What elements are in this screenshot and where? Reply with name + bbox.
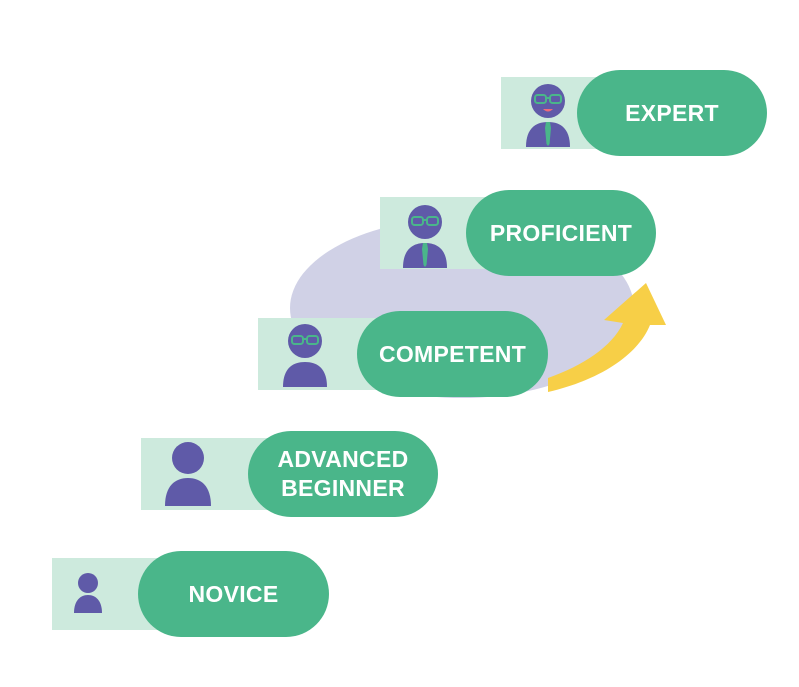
stage-expert: EXPERT — [501, 70, 767, 156]
stage-label: PROFICIENT — [489, 219, 633, 246]
stage-label: EXPERT — [625, 99, 719, 126]
stage-competent: COMPETENT — [258, 311, 548, 397]
stage-proficient: PROFICIENT — [380, 190, 656, 276]
glasses-icon — [291, 335, 319, 345]
person-icon — [526, 84, 570, 147]
stage-label: COMPETENT — [378, 340, 527, 367]
stage-label: ADVANCED BEGINNER — [277, 446, 409, 501]
stage-advanced-beginner: ADVANCED BEGINNER — [141, 431, 438, 517]
glasses-icon — [534, 94, 562, 104]
tie-icon — [422, 243, 428, 267]
person-icon — [74, 573, 102, 613]
stage-label: NOVICE — [188, 580, 279, 607]
person-icon — [165, 442, 211, 506]
stage-pill: ADVANCED BEGINNER — [248, 431, 438, 517]
person-icon — [403, 205, 447, 268]
smile-icon — [543, 109, 553, 112]
stage-novice: NOVICE — [52, 551, 329, 637]
stage-pill: NOVICE — [138, 551, 329, 637]
tie-icon — [545, 122, 551, 146]
person-icon — [283, 324, 327, 387]
stage-pill: EXPERT — [577, 70, 767, 156]
glasses-icon — [411, 216, 439, 226]
curved-arrow-icon — [548, 283, 666, 392]
stage-pill: PROFICIENT — [466, 190, 656, 276]
stage-pill: COMPETENT — [357, 311, 548, 397]
